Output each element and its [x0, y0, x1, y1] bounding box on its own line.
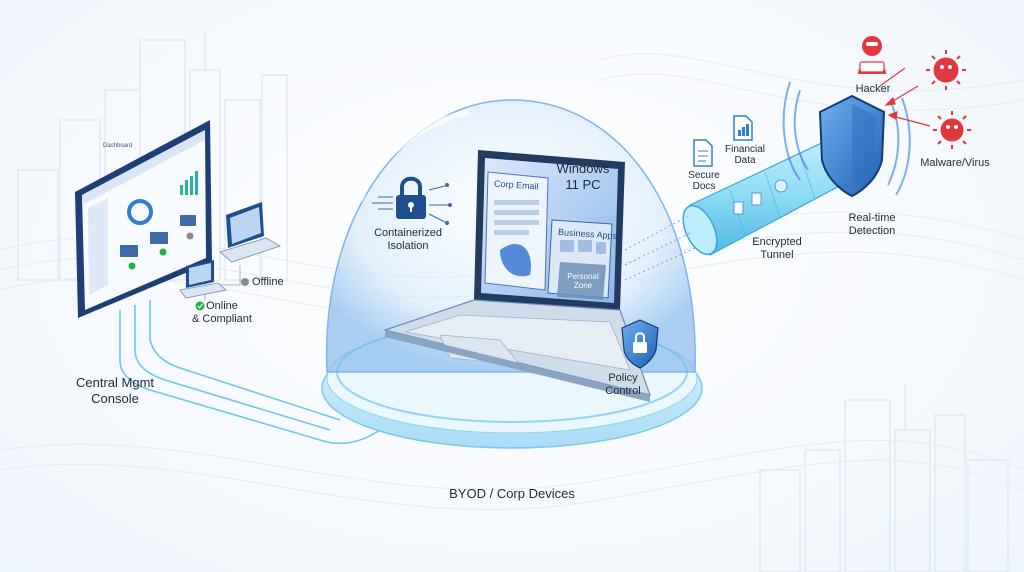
threat-arrows	[879, 67, 931, 127]
policy-shield	[621, 319, 659, 369]
bubble-highlight	[357, 109, 471, 202]
hacker-label: Hacker	[855, 83, 891, 95]
personal-zone-label-line2: Zone	[573, 281, 593, 290]
secure-docs-label: Secure Docs	[682, 170, 726, 192]
secure-docs-label-line1: Secure	[688, 170, 720, 181]
console-monitor	[75, 120, 212, 318]
containerized-label-line1: Containerized	[374, 227, 442, 239]
malware-label: Malware/Virus	[920, 157, 990, 169]
tunnel-label-line2: Tunnel	[760, 249, 794, 261]
offline-label: Offline	[252, 276, 284, 288]
console-label: Central Mgmt Console	[70, 375, 160, 407]
windows-label-line2: 11 PC	[565, 177, 601, 192]
detection-label: Real-time Detection	[832, 212, 912, 238]
detection-label-line1: Real-time	[848, 212, 896, 224]
personal-zone-label: Personal Zone	[560, 272, 606, 290]
windows-bloom	[500, 244, 531, 277]
personal-zone-label-line1: Personal	[567, 272, 599, 281]
online-label: Online & Compliant	[182, 300, 262, 326]
dashboard-title: Dashboard	[103, 143, 133, 149]
online-label-line2: & Compliant	[192, 313, 252, 325]
city-skyline-right	[759, 385, 1009, 572]
document-icon	[693, 139, 713, 167]
policy-label-line2: Control	[605, 385, 641, 397]
personal-zone-panel	[557, 262, 606, 300]
byod-label: BYOD / Corp Devices	[449, 486, 575, 501]
tunnel-label-line1: Encrypted	[752, 236, 802, 248]
windows-label-line1: Windows	[556, 161, 610, 176]
data-flow-lines	[624, 214, 696, 281]
detection-label-line2: Detection	[848, 225, 896, 237]
device-laptop-offline	[219, 202, 281, 263]
containerized-lock	[372, 176, 452, 225]
console-label-line2: Console	[91, 391, 139, 406]
hacker-icon	[858, 36, 886, 74]
containerized-label-line2: Isolation	[387, 240, 429, 252]
offline-dot-icon	[241, 278, 249, 286]
financial-data-label-line2: Data	[734, 155, 756, 166]
check-circle-icon	[195, 301, 205, 311]
keyboard	[404, 314, 631, 371]
tunnel-label: Encrypted Tunnel	[742, 236, 812, 262]
detection-shield	[782, 81, 911, 198]
virus-icon	[926, 50, 966, 90]
policy-label: Policy Control	[598, 372, 648, 398]
financial-data-label-line1: Financial	[724, 144, 766, 155]
financial-data-icon	[733, 115, 753, 141]
device-laptop-online	[179, 260, 227, 299]
secure-docs-label-line2: Docs	[692, 181, 716, 192]
windows-laptop	[382, 150, 651, 402]
containerized-label: Containerized Isolation	[368, 227, 448, 253]
windows-label: Windows 11 PC	[548, 161, 618, 193]
online-label-line1: Online	[206, 300, 238, 312]
financial-data-label: Financial Data	[720, 144, 770, 166]
policy-label-line1: Policy	[608, 372, 638, 384]
virus-icon-2	[933, 111, 971, 149]
console-connection-lines	[119, 300, 381, 445]
encrypted-tunnel	[682, 131, 861, 256]
console-label-line1: Central Mgmt	[75, 375, 155, 390]
